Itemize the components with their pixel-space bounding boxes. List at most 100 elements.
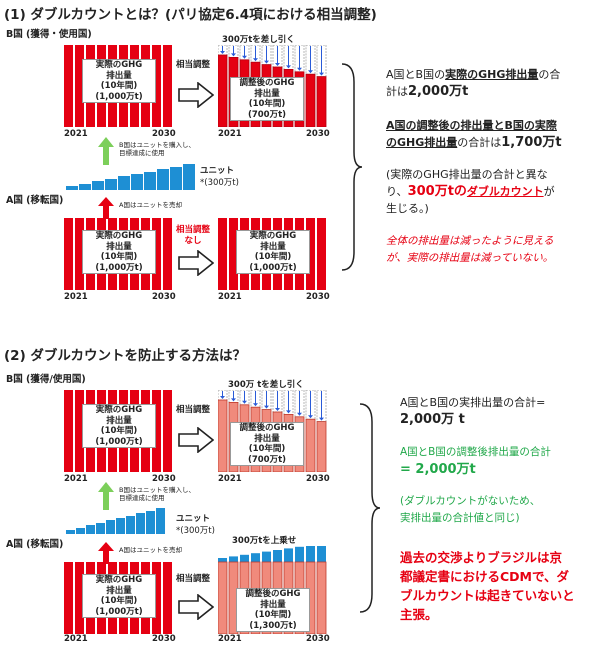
section1-title: (1) ダブルカウントとは？(パリ協定6.4項における相当調整): [4, 7, 377, 23]
down-arrowhead-icon: [275, 63, 280, 66]
bar: [152, 45, 161, 127]
added-unit-bar: [306, 546, 315, 562]
s2-b2-year-end: 2030: [306, 474, 330, 484]
section2-country-a: A国 (移転国): [6, 539, 64, 550]
unit-bar: [183, 164, 195, 190]
s1-unit-amount: *(300万t): [200, 178, 239, 188]
unit-bar: [136, 513, 145, 534]
added-unit-bar: [317, 546, 326, 562]
s2-unit-label: ユニット: [176, 514, 211, 524]
s1-brace-icon: [341, 63, 363, 271]
s2-a-year-end: 2030: [152, 634, 176, 644]
bar: [317, 218, 326, 290]
s1-b-right-arrow-icon: [178, 82, 214, 108]
unit-bar: [157, 169, 169, 190]
bar: [152, 390, 161, 472]
down-arrowhead-icon: [242, 400, 247, 404]
bar: [218, 218, 227, 290]
added-unit-bar: [218, 558, 227, 562]
s2-right-text-4: 過去の交渉よりブラジルは京都議定書におけるCDMで、ダブルカウントは起きていない…: [400, 550, 575, 622]
unit-bar: [156, 508, 165, 534]
down-arrowhead-icon: [264, 60, 269, 64]
bar: [75, 218, 84, 290]
section1-country-a: A国 (移転国): [6, 195, 64, 206]
s2-adjust-label-a: 相当調整: [176, 574, 211, 584]
unit-bar: [170, 166, 182, 190]
s1-right-text-1: A国とB国の実際のGHG排出量の合 計は2,000万t: [386, 68, 561, 99]
adjusted-bar: [316, 76, 327, 127]
adjusted-bar: [218, 399, 228, 472]
unit-bar: [76, 527, 85, 534]
s1-b2-year-start: 2021: [218, 129, 242, 139]
adjusted-bar: [218, 561, 228, 634]
s1-adjust-label: 相当調整: [176, 60, 211, 70]
unit-bar: [92, 181, 104, 190]
s1-a2-year-end: 2030: [306, 292, 330, 302]
s1-b-buy-note: B国はユニットを購入し、目標達成に使用: [119, 141, 195, 157]
unit-bar: [131, 174, 143, 190]
bar: [229, 218, 238, 290]
unit-bar: [144, 171, 156, 190]
down-arrowhead-icon: [297, 67, 302, 71]
s2-a-year-start: 2021: [64, 634, 88, 644]
s2-brace-icon: [359, 403, 381, 613]
s2-b2-year-start: 2021: [218, 474, 242, 484]
down-arrowhead-icon: [308, 70, 313, 74]
s2-adjust-label-b: 相当調整: [176, 405, 211, 415]
s2-b-right-arrow-icon: [178, 427, 214, 453]
bar: [163, 390, 172, 472]
down-arrowhead-icon: [253, 58, 258, 62]
s2-right-text-3: (ダブルカウントがないため、実排出量の合計値と同じ): [400, 495, 541, 524]
s1-deduct-label: 300万tを差し引く: [222, 35, 295, 45]
added-unit-bar: [251, 553, 260, 562]
s2-right-text-2: A国とB国の調整後排出量の合計 = 2,000万t: [400, 446, 551, 477]
down-arrowhead-icon: [253, 403, 258, 407]
bar: [75, 45, 84, 127]
s2-green-up-arrow-icon: [98, 482, 114, 510]
down-arrowhead-icon: [231, 53, 236, 57]
s2-b-buy-note: B国はユニットを購入し、目標達成に使用: [119, 486, 195, 502]
s1-b-year-end: 2030: [152, 129, 176, 139]
s1-a2-year-start: 2021: [218, 292, 242, 302]
bar: [163, 218, 172, 290]
s1-right-text-3: (実際のGHG排出量の合計と異な り、300万tのダブルカウントが 生じる。): [386, 168, 555, 215]
s1-right-text-2: A国の調整後の排出量とB国の実際 のGHG排出量の合計は1,700万t: [386, 119, 562, 150]
s2-a-right-arrow-icon: [178, 594, 214, 620]
s2-red-up-arrow-icon: [98, 542, 114, 564]
added-unit-bar: [273, 550, 282, 562]
bar: [75, 562, 84, 634]
added-unit-bar: [295, 546, 304, 562]
unit-bar: [96, 522, 105, 534]
bar: [75, 390, 84, 472]
s1-a-right-arrow-icon: [178, 250, 214, 276]
down-arrowhead-icon: [286, 410, 291, 414]
s1-right-text-4: 全体の排出量は減ったように見えるが、実際の排出量は減っていない。: [386, 235, 554, 264]
s1-unit-label: ユニット: [200, 166, 235, 176]
adjusted-bar: [305, 73, 316, 127]
unit-bar: [116, 518, 125, 534]
s2-unit-amount: *(300万t): [176, 526, 215, 536]
added-unit-bar: [229, 556, 238, 562]
bar: [306, 218, 315, 290]
section2-country-b: B国 (獲得/使用国): [6, 374, 86, 385]
s2-a2-year-end: 2030: [306, 634, 330, 644]
s2-a2-year-start: 2021: [218, 634, 242, 644]
removed-bar-outline: [218, 45, 228, 56]
down-arrowhead-icon: [275, 408, 280, 411]
bar: [64, 45, 73, 127]
unit-bar: [146, 510, 155, 534]
s1-green-up-arrow-icon: [98, 137, 114, 165]
s2-right-text-1: A国とB国の実排出量の合計= 2,000万 t: [400, 396, 546, 427]
down-arrowhead-icon: [286, 65, 291, 69]
unit-bar: [66, 530, 75, 534]
section2-title: (2) ダブルカウントを防止する方法は？: [4, 348, 247, 364]
bar: [64, 218, 73, 290]
unit-bar: [79, 183, 91, 190]
